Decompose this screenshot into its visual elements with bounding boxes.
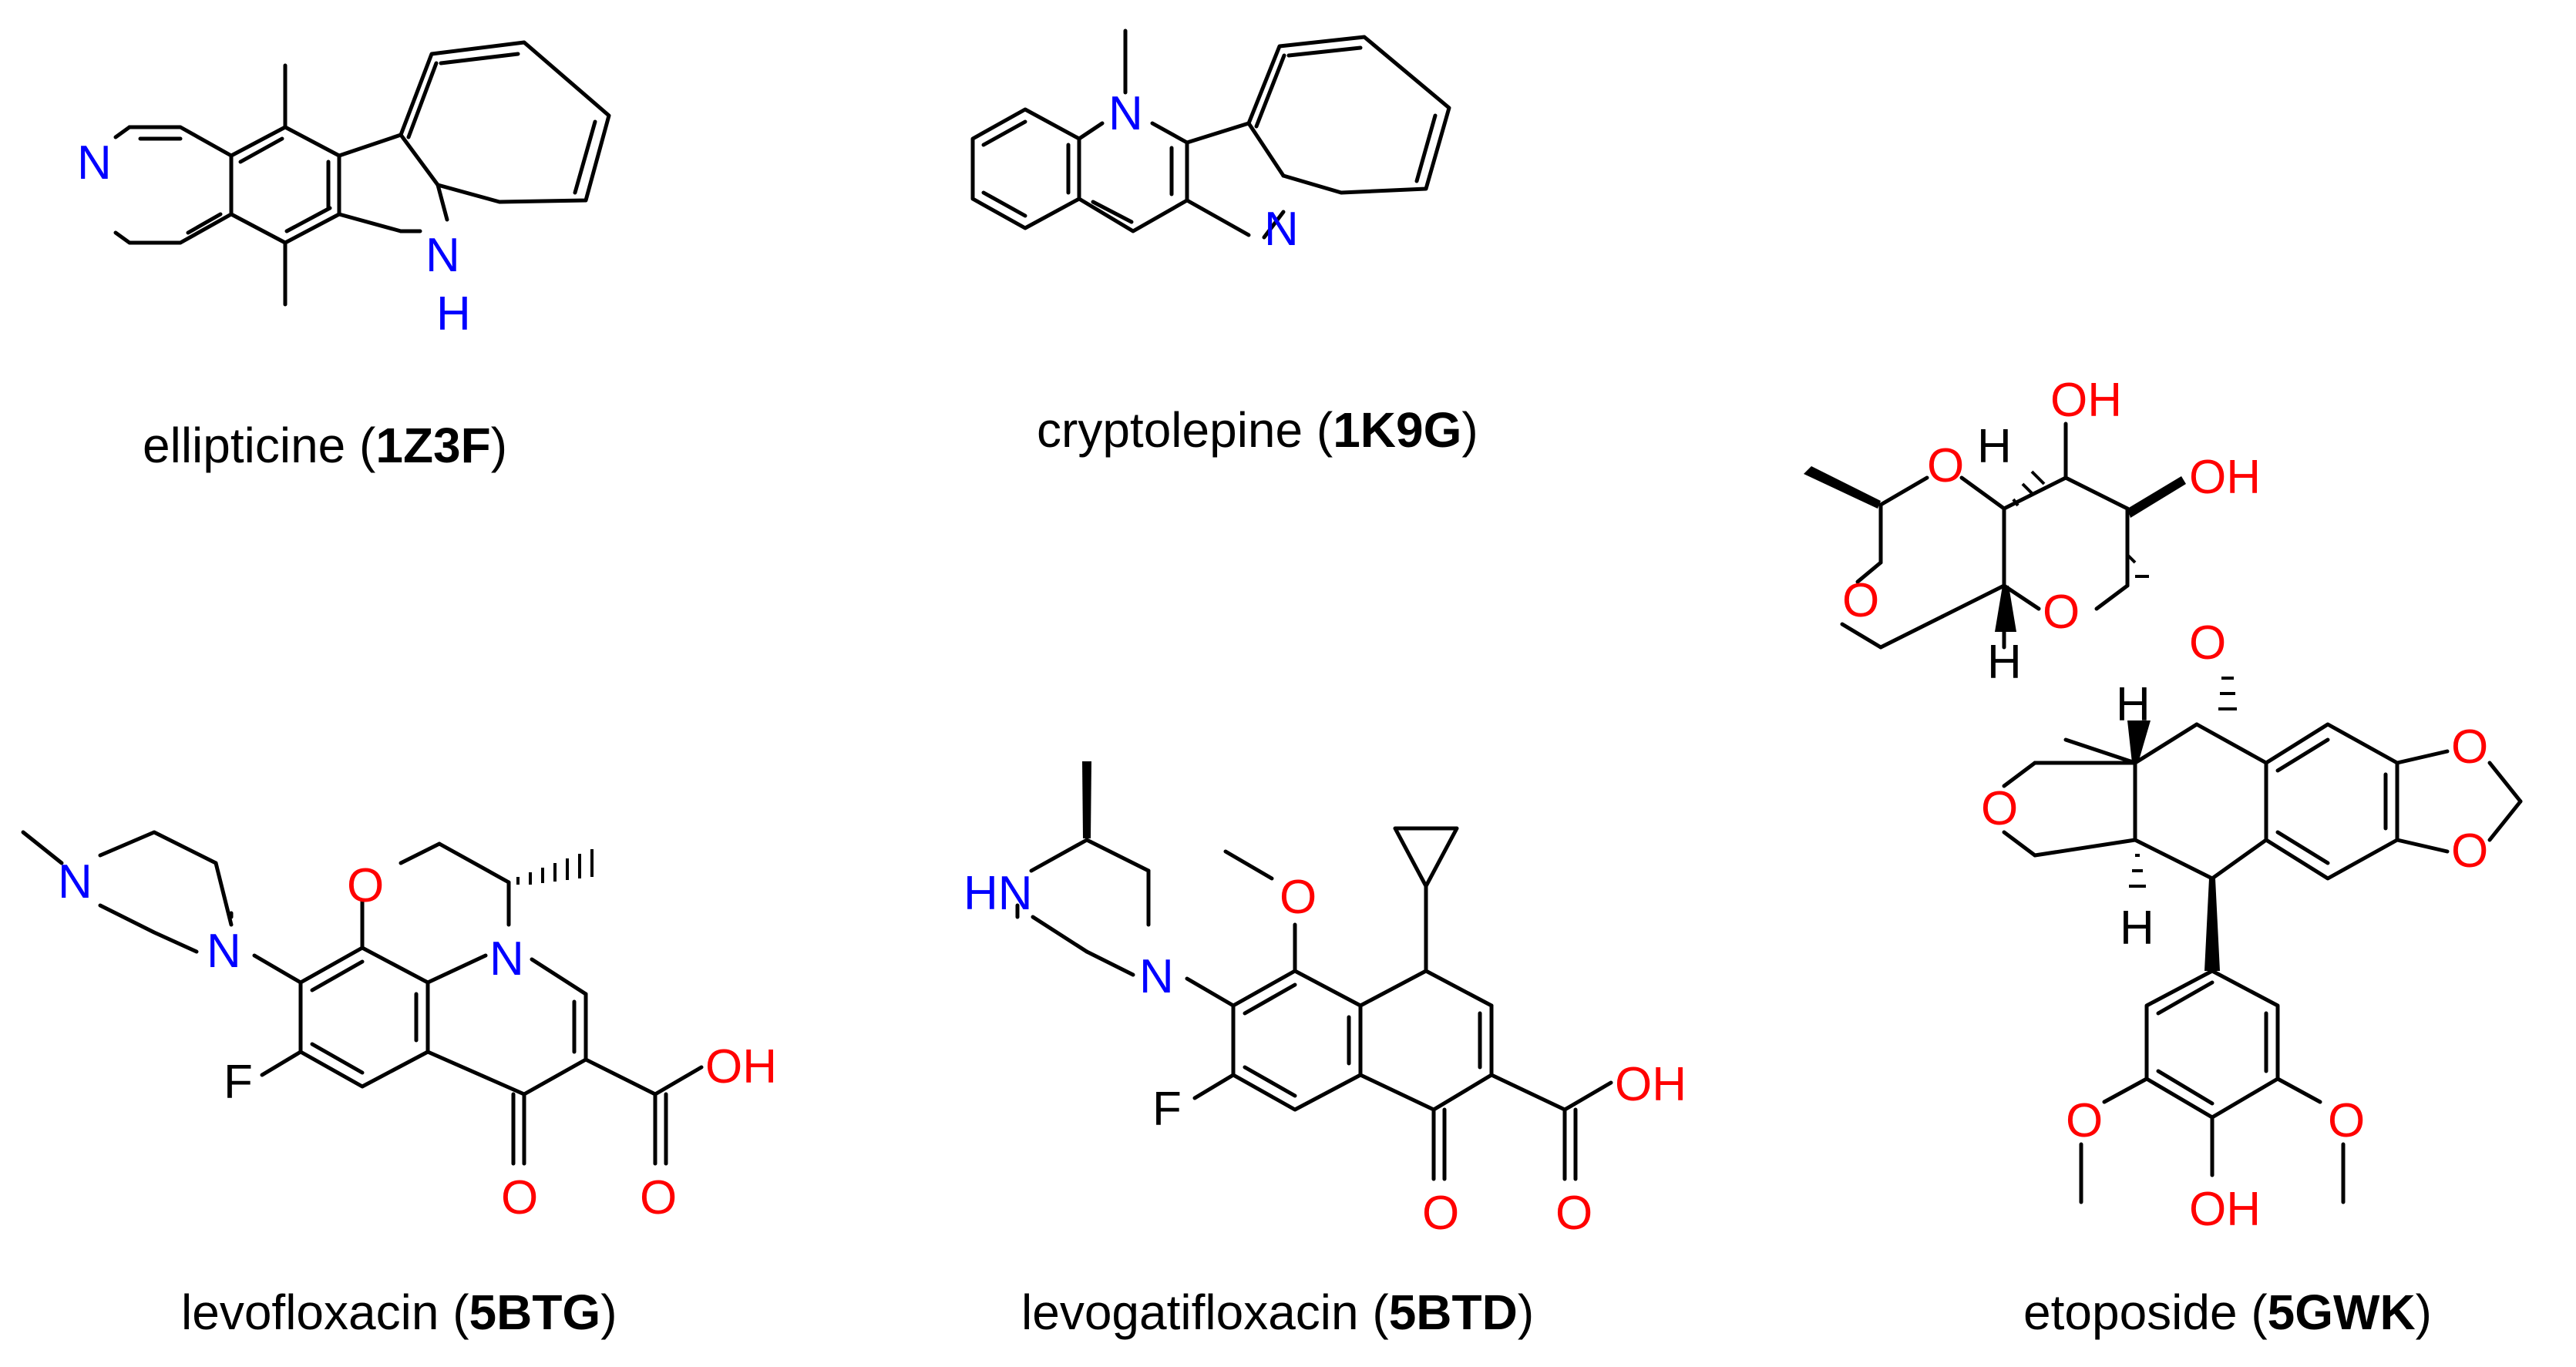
etoposide-h1-atom: H <box>1977 420 2012 473</box>
cryptolepine-structure <box>970 29 1451 240</box>
etoposide-ring-o2-atom: O <box>1842 574 1879 627</box>
etoposide-oh3-group: OH <box>2189 1183 2261 1236</box>
etoposide-wedge-h1 <box>1995 586 2016 632</box>
levogatifloxacin-ketone-o-atom: O <box>1422 1187 1459 1240</box>
etoposide-ring-o1-atom: O <box>1927 439 1964 492</box>
etoposide-wedge-h2 <box>2127 720 2151 763</box>
caption-ellipticine: ellipticine (1Z3F) <box>143 418 507 473</box>
etoposide-thf-o-atom: O <box>1981 782 2018 835</box>
levogatifloxacin-f-atom: F <box>1152 1083 1182 1136</box>
etoposide-h2-atom: H <box>1987 636 2022 689</box>
ellipticine-n-atom: N <box>77 136 112 190</box>
levofloxacin-acid-o-atom: O <box>640 1171 677 1224</box>
levogatifloxacin-structure <box>1015 826 1613 1181</box>
levogatifloxacin-n-atom: N <box>1139 950 1174 1003</box>
etoposide-structure <box>1840 422 2523 1204</box>
etoposide-wedge-methyl <box>1804 466 1881 509</box>
ellipticine-nh-h-atom: H <box>436 287 471 341</box>
cryptolepine-n2-atom: N <box>1264 203 1299 256</box>
levogatifloxacin-oh-group: OH <box>1615 1058 1687 1111</box>
levofloxacin-f-atom: F <box>224 1056 253 1109</box>
levogatifloxacin-ome-o-atom: O <box>1280 871 1317 924</box>
etoposide-glycoside-o-atom: O <box>2189 616 2226 670</box>
etoposide-oh2-group: OH <box>2189 451 2261 504</box>
ellipticine-nh-n-atom: N <box>425 229 460 282</box>
etoposide-oh1-group: OH <box>2050 374 2122 427</box>
etoposide-ome1-o-atom: O <box>2066 1094 2103 1147</box>
levofloxacin-oh-group: OH <box>705 1040 777 1093</box>
etoposide-h3-atom: H <box>2116 678 2151 731</box>
etoposide-dioxole-o1-atom: O <box>2451 720 2488 774</box>
levogatifloxacin-wedge-bond <box>1082 761 1091 838</box>
levofloxacin-hashed-wedge <box>516 849 594 885</box>
etoposide-wedge-aryl <box>2204 878 2220 971</box>
levogatifloxacin-hn-atom: HN <box>963 867 1033 920</box>
levofloxacin-structure <box>21 830 704 1166</box>
etoposide-hashed-bonds <box>2012 470 2237 888</box>
levofloxacin-ring-o-atom: O <box>347 859 384 912</box>
ellipticine-structure <box>113 40 611 307</box>
levofloxacin-n-methyl-atom: N <box>58 855 92 909</box>
caption-cryptolepine: cryptolepine (1K9G) <box>1037 402 1478 458</box>
etoposide-ring-o3-atom: O <box>2043 586 2080 639</box>
levofloxacin-n-aryl-atom: N <box>207 925 241 978</box>
levofloxacin-ring-n-atom: N <box>489 932 524 986</box>
etoposide-h4-atom: H <box>2120 902 2154 955</box>
levofloxacin-ketone-o-atom: O <box>501 1171 538 1224</box>
caption-etoposide: etoposide (5GWK) <box>2023 1285 2432 1340</box>
cryptolepine-n1-atom: N <box>1108 87 1143 140</box>
caption-levofloxacin: levofloxacin (5BTG) <box>181 1285 617 1340</box>
etoposide-dioxole-o2-atom: O <box>2451 825 2488 878</box>
etoposide-ome2-o-atom: O <box>2328 1094 2365 1147</box>
caption-levogatifloxacin: levogatifloxacin (5BTD) <box>1021 1285 1534 1340</box>
levogatifloxacin-acid-o-atom: O <box>1555 1187 1592 1240</box>
etoposide-wedge-oh <box>2127 476 2186 518</box>
